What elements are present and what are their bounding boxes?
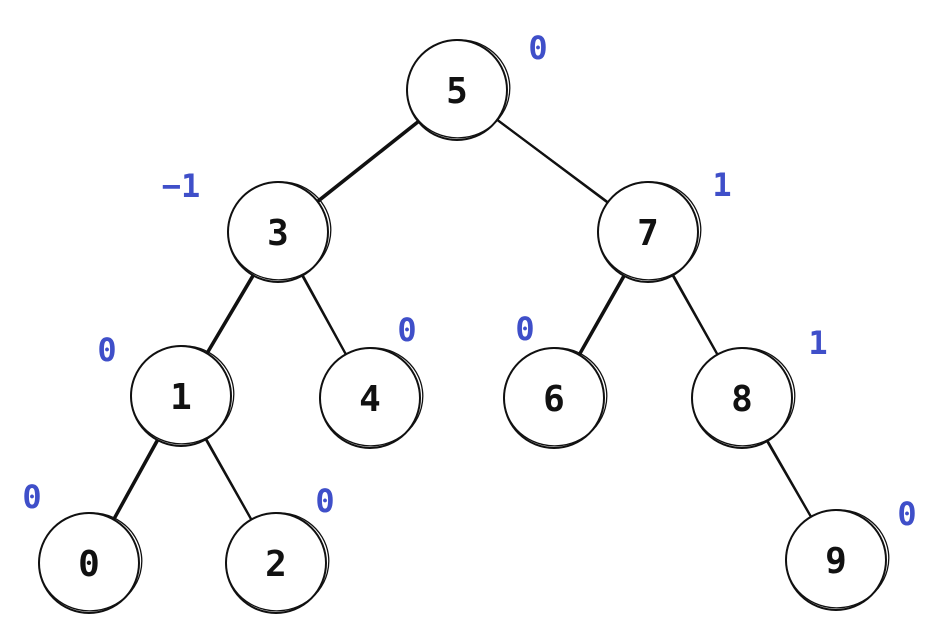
node-value: 8	[731, 379, 753, 420]
tree-node-0: 0	[38, 512, 143, 614]
edge-n1-n2	[203, 436, 255, 524]
balance-factor-7: 1	[712, 166, 731, 204]
node-value: 9	[825, 541, 847, 582]
tree-node-5: 5	[406, 39, 511, 141]
edge-n3-n4	[300, 272, 349, 359]
edge-n3-n1	[204, 272, 256, 357]
balance-factor-3: −1	[162, 167, 201, 205]
balance-layer: 0 −1 1 0 0 0 1 0 0 0	[22, 29, 916, 533]
balance-factor-2: 0	[315, 482, 334, 520]
balance-factor-4: 0	[397, 311, 416, 349]
tree-node-4: 4	[319, 347, 424, 449]
tree-node-1: 1	[130, 345, 235, 447]
balance-factor-0: 0	[22, 478, 41, 516]
edge-n1-n0	[111, 436, 161, 524]
node-value: 5	[446, 71, 468, 112]
node-value: 3	[267, 213, 289, 254]
tree-node-8: 8	[691, 347, 796, 449]
balance-factor-6: 0	[515, 310, 534, 348]
node-value: 2	[265, 544, 287, 585]
node-value: 0	[78, 544, 100, 585]
tree-node-7: 7	[597, 181, 702, 283]
node-value: 1	[170, 377, 192, 418]
node-value: 7	[637, 213, 659, 254]
tree-node-3: 3	[227, 181, 332, 283]
tree-node-9: 9	[785, 509, 890, 611]
balance-factor-9: 0	[897, 495, 916, 533]
edge-n7-n8	[670, 272, 721, 359]
edge-n8-n9	[764, 438, 814, 521]
node-value: 4	[359, 379, 381, 420]
tree-node-2: 2	[225, 512, 330, 614]
balance-factor-1: 0	[97, 331, 116, 369]
edge-n7-n6	[576, 272, 627, 359]
edge-n5-n7	[494, 117, 612, 206]
balance-factor-5: 0	[528, 29, 547, 67]
node-value: 6	[543, 379, 565, 420]
balance-factor-8: 1	[808, 324, 827, 362]
tree-node-6: 6	[503, 347, 608, 449]
edges-layer	[111, 117, 814, 524]
edge-n5-n3	[314, 118, 422, 205]
